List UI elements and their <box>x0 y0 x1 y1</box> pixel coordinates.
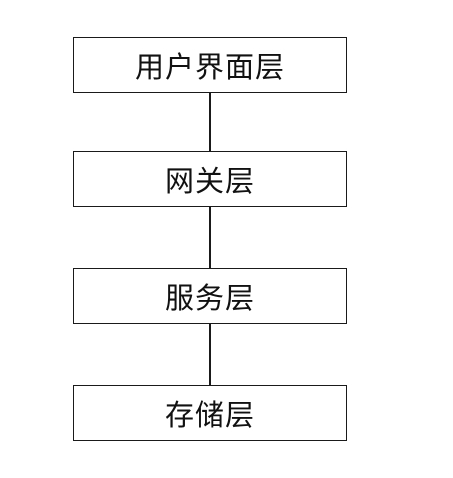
layer-label-ui: 用户界面层 <box>134 50 285 84</box>
layer-box-storage: 存储层 <box>73 385 347 441</box>
layer-label-service: 服务层 <box>164 281 255 315</box>
layer-box-gateway: 网关层 <box>73 151 347 207</box>
layer-label-storage: 存储层 <box>164 398 255 432</box>
connector-ui-gateway <box>209 93 211 151</box>
layer-box-service: 服务层 <box>73 268 347 324</box>
connector-gateway-service <box>209 207 211 268</box>
layer-label-gateway: 网关层 <box>164 164 255 198</box>
layer-box-ui: 用户界面层 <box>73 37 347 93</box>
connector-service-storage <box>209 324 211 385</box>
